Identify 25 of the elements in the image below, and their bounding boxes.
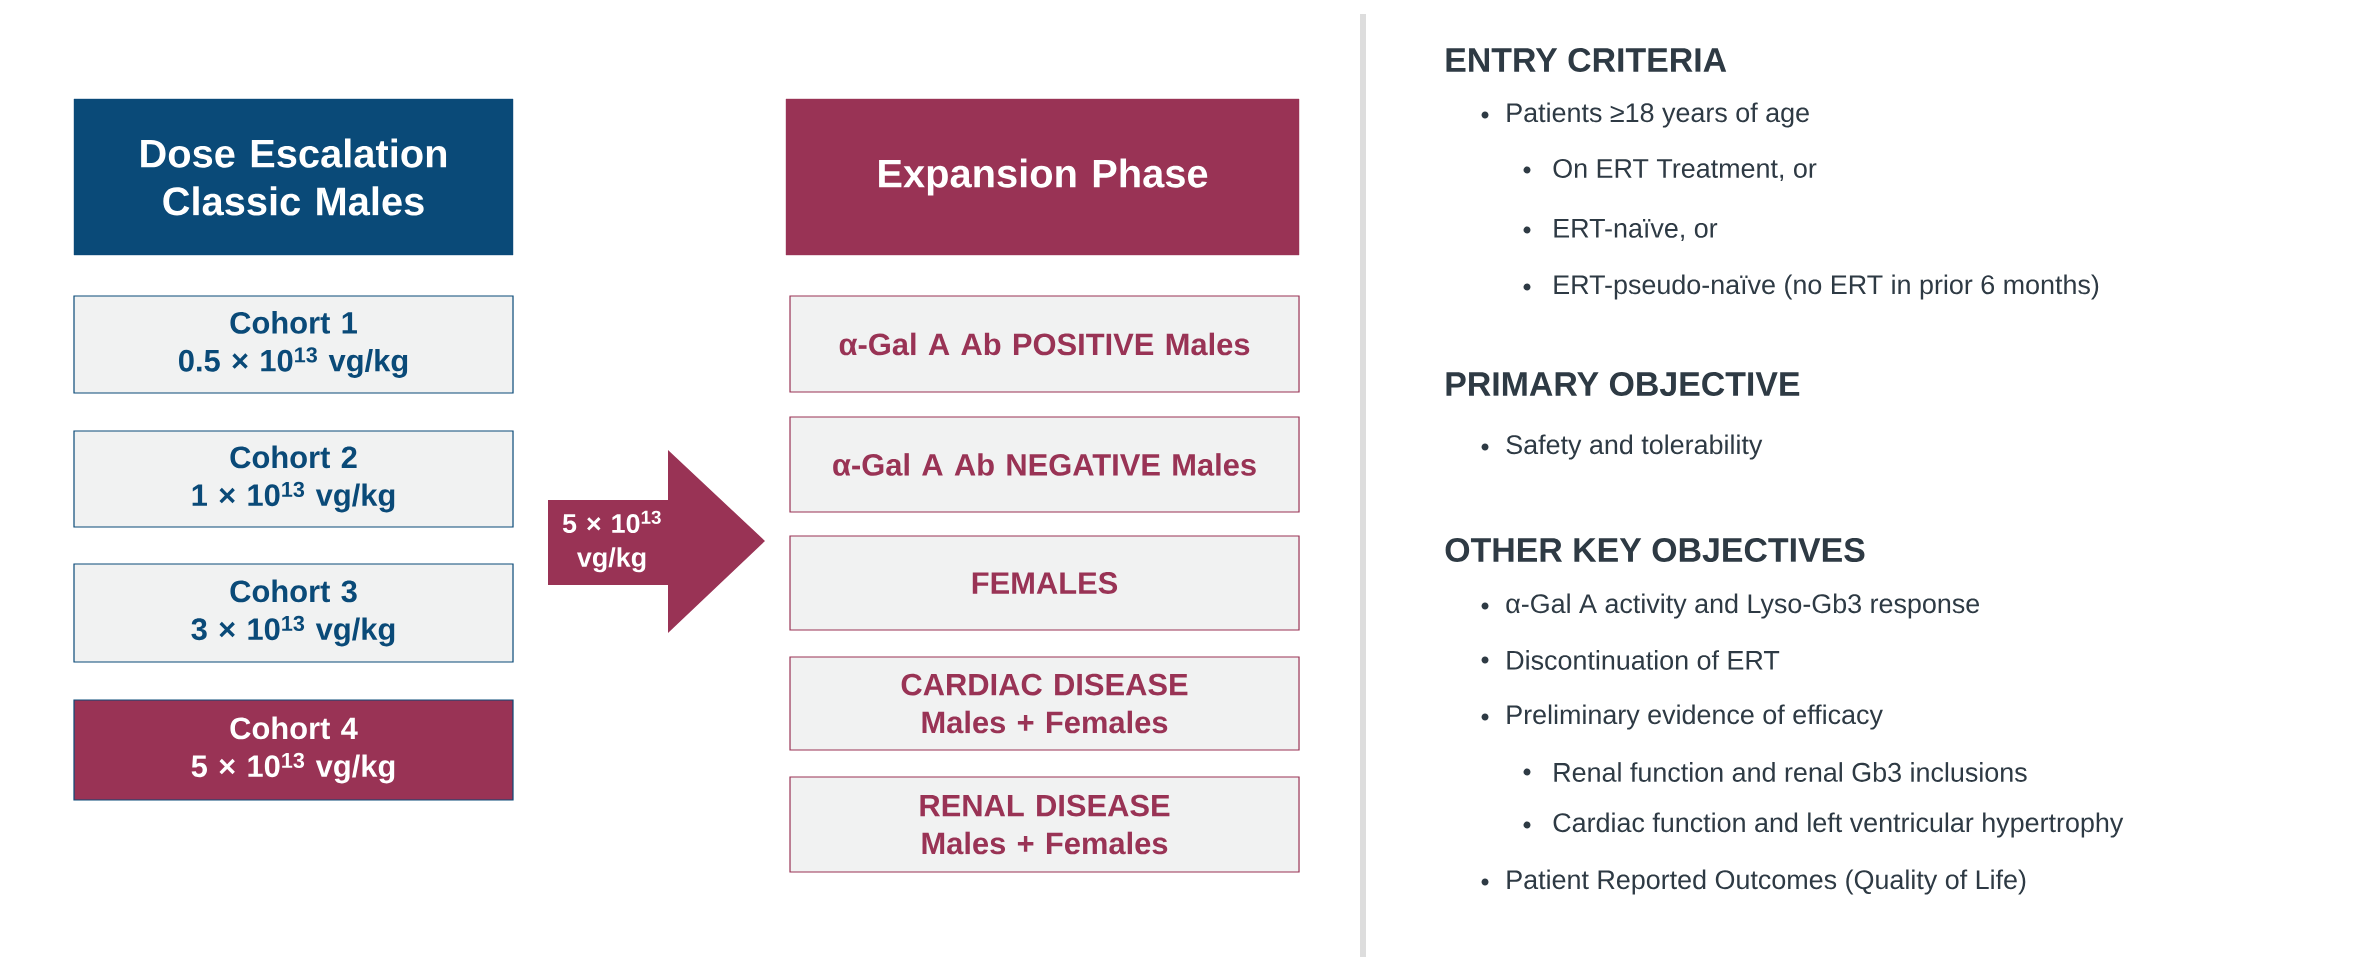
bullet-item: Patient Reported Outcomes (Quality of Life) (1481, 869, 2026, 895)
section-heading: PRIMARY OBJECTIVE (1446, 372, 1800, 396)
bullet-item: Patients ≥18 years of age (1481, 102, 1809, 128)
bullet-item: Renal function and renal Gb3 inclusions (1523, 762, 2027, 782)
bullet-item: Discontinuation of ERT (1481, 650, 1780, 670)
section-heading: OTHER KEY OBJECTIVES (1445, 538, 1865, 562)
cohort-box: Cohort 3 3 × 10$^{13}$ vg/kg (73, 563, 514, 663)
header-box: Expansion Phase (785, 98, 1300, 256)
bullet-item: ERT-naïve, or (1523, 219, 1718, 241)
bullet-item: ERT-pseudo-naïve (no ERT in prior 6 months) (1523, 274, 2099, 300)
section-heading: ENTRY CRITERIA (1446, 48, 1727, 72)
group-box: FEMALES (789, 535, 1300, 631)
group-box: α-Gal A Ab NEGATIVE Males (789, 416, 1300, 513)
bullet-item: On ERT Treatment, or (1523, 158, 1817, 182)
bullet-item: Safety and tolerability (1481, 434, 1763, 460)
cohort-box: Cohort 2 1 × 10$^{13}$ vg/kg (73, 430, 514, 528)
bullet-item: α-Gal A activity and Lyso-Gb3 response (1481, 593, 1979, 619)
group-box: CARDIAC DISEASE Males + Females (789, 656, 1300, 751)
bullet-item: Preliminary evidence of efficacy (1481, 704, 1883, 730)
cohort-box: Cohort 1 0.5 × 10$^{13}$ vg/kg (73, 295, 514, 394)
group-box: α-Gal A Ab POSITIVE Males (789, 295, 1300, 393)
cohort-box: Cohort 4 5 × 10$^{13}$ vg/kg (73, 699, 514, 801)
header-box: Dose Escalation Classic Males (73, 98, 514, 256)
bullet-item: Cardiac function and left ventricular hypertrophy (1523, 812, 2124, 838)
group-box: RENAL DISEASE Males + Females (789, 776, 1300, 873)
